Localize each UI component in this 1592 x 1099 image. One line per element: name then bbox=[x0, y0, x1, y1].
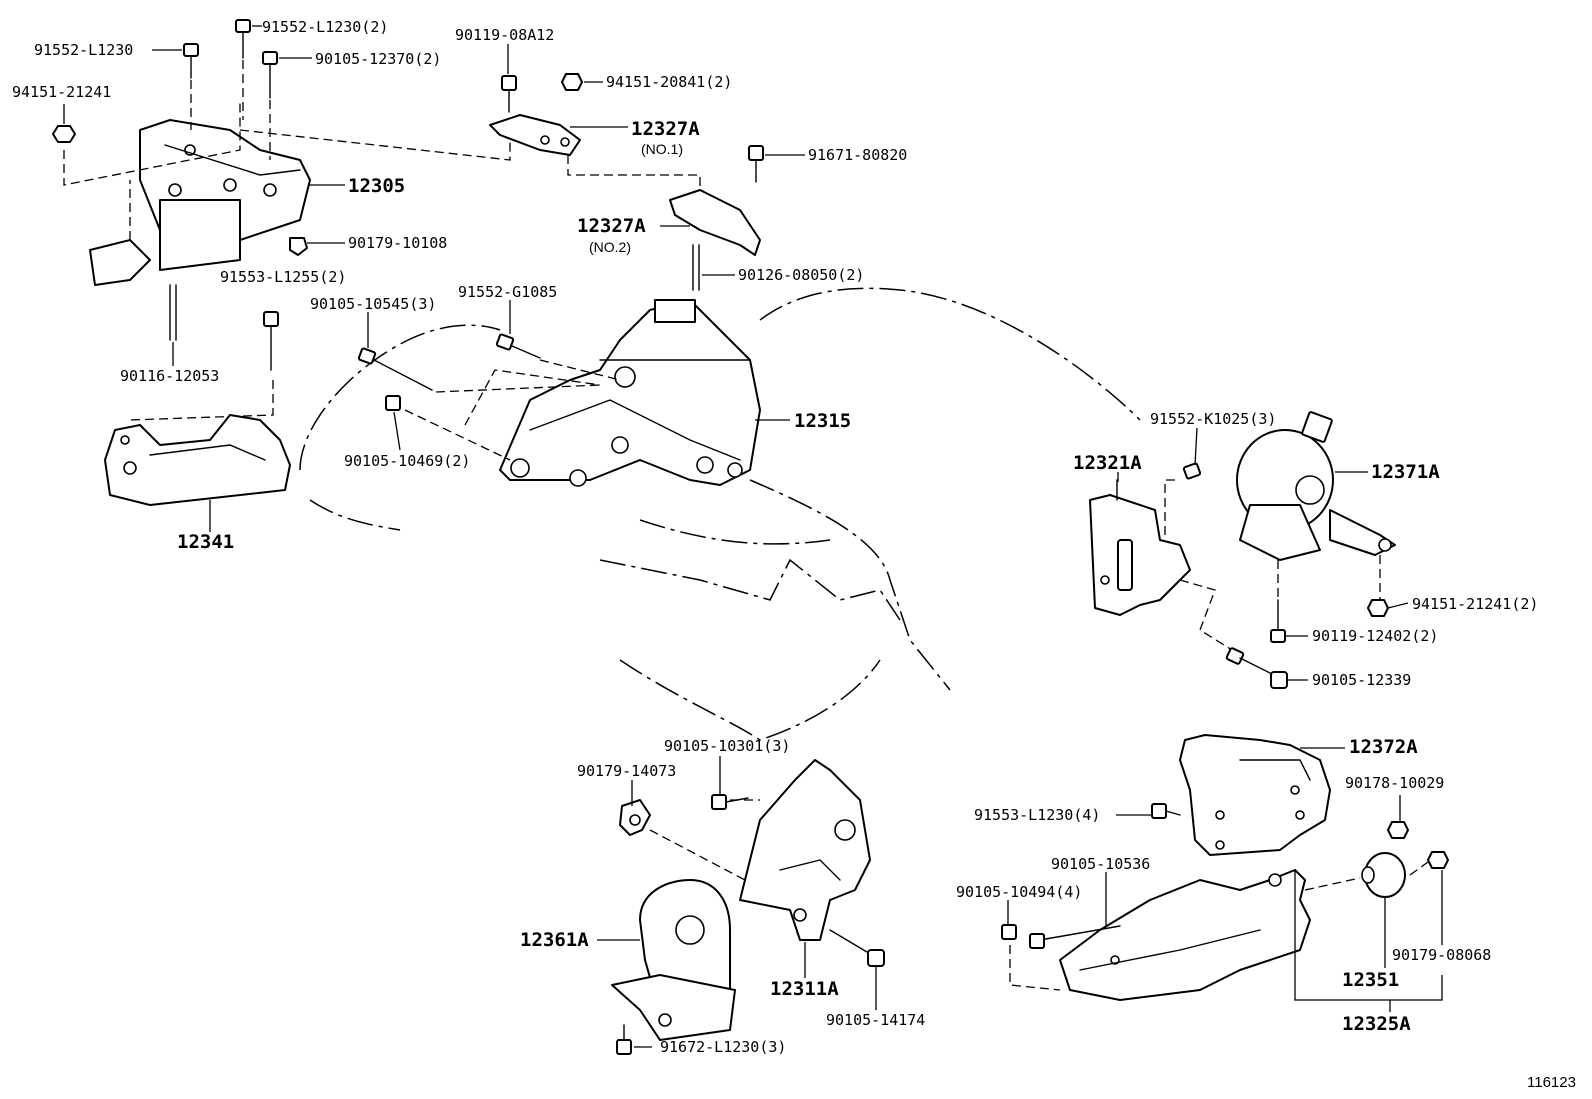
part-label-12327A-no2: 12327A bbox=[577, 215, 646, 237]
part-label-94151-21241-x2: 94151-21241(2) bbox=[1412, 595, 1539, 613]
part-label-12327A-no1-note: (NO.1) bbox=[641, 141, 683, 157]
part-label-90126-08050: 90126-08050(2) bbox=[738, 266, 865, 284]
part-label-12321A: 12321A bbox=[1073, 452, 1142, 474]
bracket-12341 bbox=[104, 414, 291, 506]
bushing-12351 bbox=[1361, 851, 1449, 898]
part-label-90105-10301: 90105-10301(3) bbox=[664, 737, 791, 755]
diagram-id: 116123 bbox=[1527, 1074, 1576, 1091]
engine-mount-12305 bbox=[89, 119, 311, 286]
part-label-90179-14073: 90179-14073 bbox=[577, 762, 677, 780]
part-label-90119-08A12: 90119-08A12 bbox=[455, 26, 555, 44]
part-label-90116-12053: 90116-12053 bbox=[120, 367, 220, 385]
part-label-91552-K1025: 91552-K1025(3) bbox=[1150, 410, 1277, 428]
fasteners-top-left bbox=[52, 19, 308, 371]
part-label-12361A: 12361A bbox=[520, 929, 589, 951]
part-label-91552-L1230: 91552-L1230 bbox=[34, 41, 134, 59]
part-label-90105-10494: 90105-10494(4) bbox=[956, 883, 1083, 901]
part-label-90179-10108: 90179-10108 bbox=[348, 234, 448, 252]
part-label-91553-L1255: 91553-L1255(2) bbox=[220, 268, 347, 286]
part-label-12315: 12315 bbox=[794, 410, 852, 432]
bracket-12311A bbox=[619, 759, 885, 967]
guide-lines-top-left bbox=[63, 60, 511, 421]
bracket-12325A bbox=[1001, 869, 1361, 1001]
part-label-12327A-no2-note: (NO.2) bbox=[589, 239, 631, 255]
part-label-91552-L1230-x2: 91552-L1230(2) bbox=[262, 18, 389, 36]
part-label-90105-10536: 90105-10536 bbox=[1051, 855, 1151, 873]
bracket-12327A-no1 bbox=[489, 73, 701, 195]
part-label-12311A: 12311A bbox=[770, 978, 839, 1000]
engine-bracket-12315 bbox=[357, 299, 761, 487]
bracket-12372A bbox=[1151, 734, 1409, 856]
part-label-12327A-no1: 12327A bbox=[631, 118, 700, 140]
bracket-12327A-no2 bbox=[669, 145, 764, 291]
part-label-90105-14174: 90105-14174 bbox=[826, 1011, 926, 1029]
part-label-90105-12370: 90105-12370(2) bbox=[315, 50, 442, 68]
part-label-90105-12339: 90105-12339 bbox=[1312, 671, 1412, 689]
part-label-94151-21241: 94151-21241 bbox=[12, 83, 112, 101]
part-label-90105-10545: 90105-10545(3) bbox=[310, 295, 437, 313]
part-label-12341: 12341 bbox=[177, 531, 235, 553]
part-label-12372A: 12372A bbox=[1349, 736, 1418, 758]
part-label-12351: 12351 bbox=[1342, 969, 1400, 991]
part-label-91553-L1230: 91553-L1230(4) bbox=[974, 806, 1101, 824]
part-label-91552-G1085: 91552-G1085 bbox=[458, 283, 558, 301]
leader-lines bbox=[63, 25, 1443, 1048]
bracket-12321A bbox=[1089, 462, 1241, 656]
part-label-12371A: 12371A bbox=[1371, 461, 1440, 483]
part-label-91671-80820: 91671-80820 bbox=[808, 146, 908, 164]
part-label-94151-20841: 94151-20841(2) bbox=[606, 73, 733, 91]
engine-mount-12361A bbox=[611, 879, 736, 1055]
part-label-90179-08068: 90179-08068 bbox=[1392, 946, 1492, 964]
part-label-91672-L1230: 91672-L1230(3) bbox=[660, 1038, 787, 1056]
engine-mount-12371A bbox=[1225, 411, 1396, 689]
part-label-90105-10469: 90105-10469(2) bbox=[344, 452, 471, 470]
part-label-90178-10029: 90178-10029 bbox=[1345, 774, 1445, 792]
part-label-12305: 12305 bbox=[348, 175, 406, 197]
part-label-12325A: 12325A bbox=[1342, 1013, 1411, 1035]
part-label-90119-12402: 90119-12402(2) bbox=[1312, 627, 1439, 645]
engine-outline bbox=[299, 287, 1141, 741]
